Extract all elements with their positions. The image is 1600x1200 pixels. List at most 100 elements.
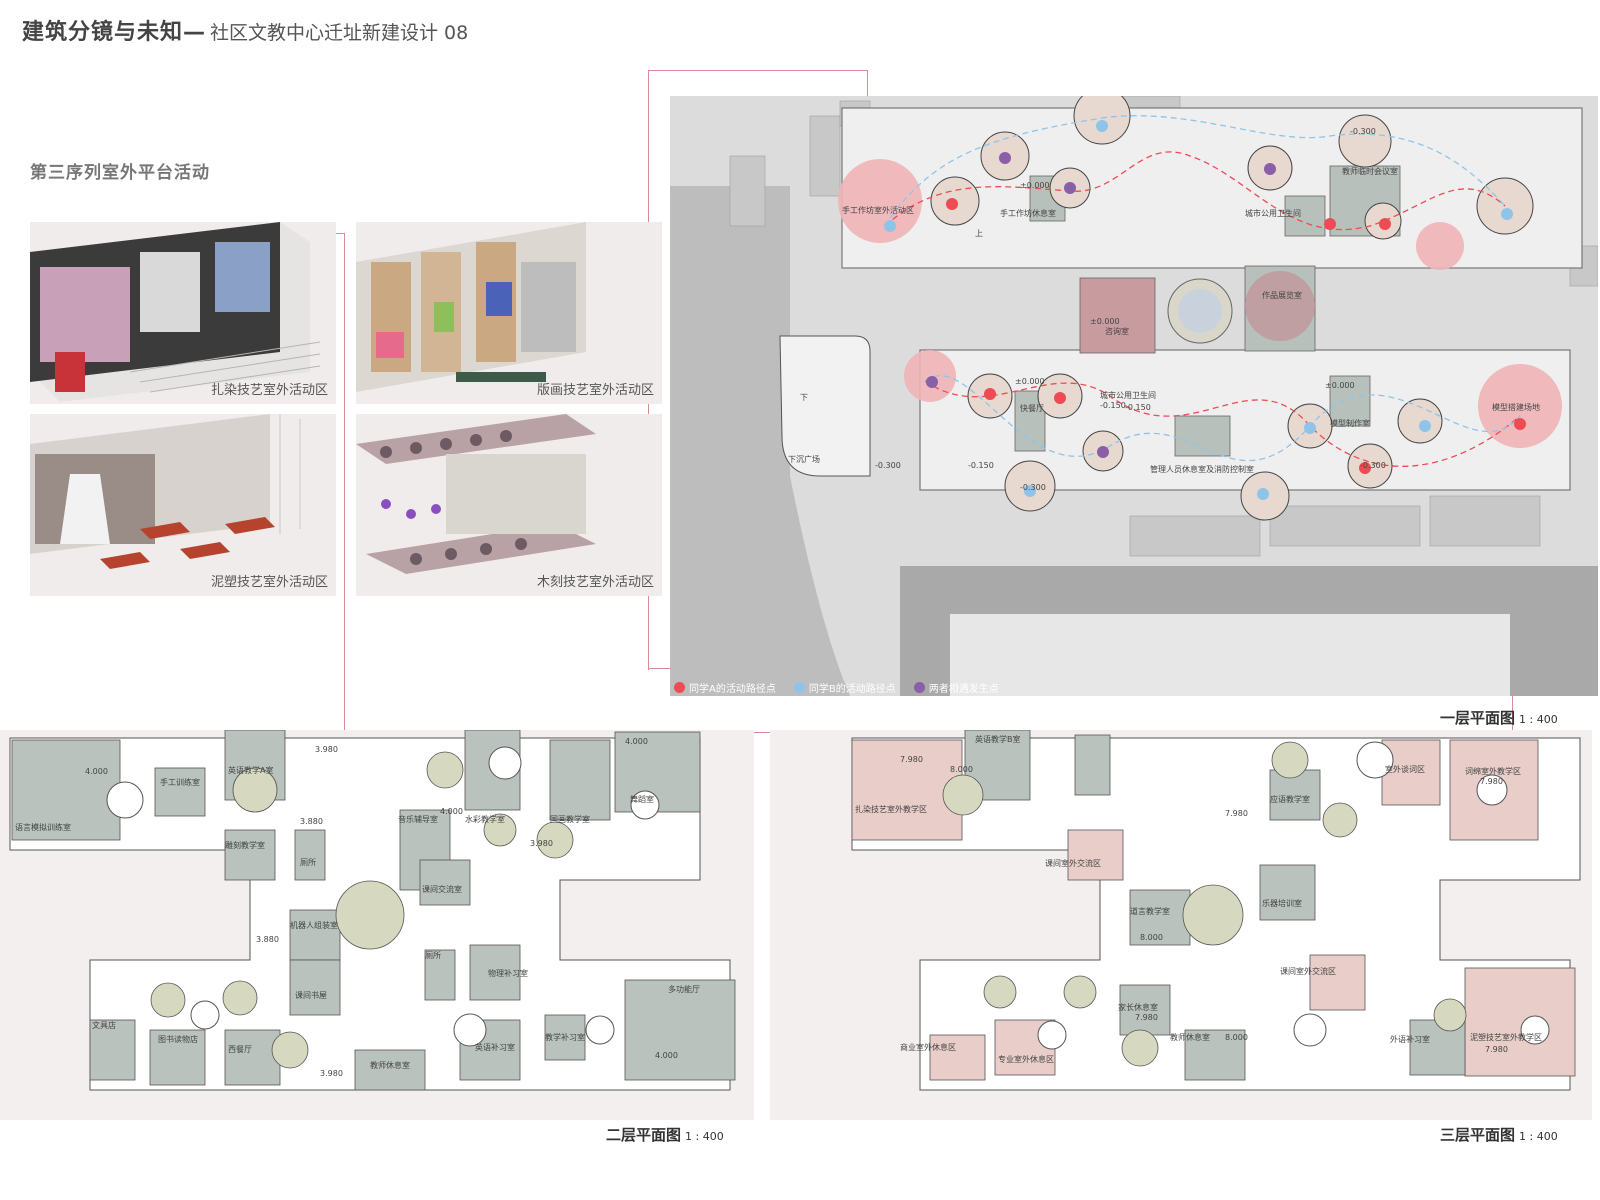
label: 国画教学室 xyxy=(550,814,590,824)
label: 教学补习室 xyxy=(545,1032,585,1042)
elevation: 7.980 xyxy=(1480,777,1503,786)
label: 乐器培训室 xyxy=(1262,898,1302,908)
label: 商业室外休息区 xyxy=(900,1042,956,1052)
leader-line-panel-down xyxy=(344,233,345,733)
page-header: 建筑分镜与未知— 社区文教中心迁址新建设计 08 xyxy=(22,14,468,48)
label: 课间书屋 xyxy=(295,990,327,1000)
legend-item: 两者相遇发生点 xyxy=(913,680,999,695)
legend-swatch-purple xyxy=(913,682,925,693)
label-public-toilet-2: 城市公用卫生间 xyxy=(1100,390,1156,400)
label-handcraft-rest: 手工作坊休息室 xyxy=(1000,208,1056,218)
elevation: 3.880 xyxy=(300,817,323,826)
site-plan-drawing: 手工作坊室外活动区 手工作坊休息室 咨询室 作品展览室 教师临时会议室 城市公用… xyxy=(670,96,1598,696)
second-floor-drawing: 语言模拟训练室 手工训练室 英语教学A室 水彩教学室 国画教学室 舞蹈室 雕刻教… xyxy=(9,730,736,1091)
elevation: 4.000 xyxy=(625,737,648,746)
label: 西餐厅 xyxy=(228,1045,252,1054)
elevation: 4.000 xyxy=(85,767,108,776)
print-illustration xyxy=(356,222,586,392)
third-floor-plan: 英语教学B室 扎染技艺室外教学区 室外谈词区 词绵室外教学区 应语教学室 课间室… xyxy=(770,730,1592,1120)
label: 课间室外交流区 xyxy=(1045,858,1101,868)
label-public-toilet-1: 城市公用卫生间 xyxy=(1245,208,1301,218)
label: 室外谈词区 xyxy=(1385,764,1425,774)
label: 课间交流室 xyxy=(422,884,462,894)
tie-dye-illustration xyxy=(30,222,321,402)
label: 手工训练室 xyxy=(160,777,200,787)
legend-swatch-blue xyxy=(793,682,805,693)
elevation: -0.300 xyxy=(875,461,901,470)
elevation: -0.150 xyxy=(1100,401,1126,410)
panel-tie-dye: 扎染技艺室外活动区 xyxy=(30,222,336,404)
label: 机器人组装室 xyxy=(290,920,338,930)
label: 英语补习室 xyxy=(475,1042,515,1052)
label-snack: 快餐厅 xyxy=(1020,403,1044,413)
elevation: ±0.000 xyxy=(1020,181,1050,190)
label: 厕所 xyxy=(425,950,441,960)
label: 水彩教学室 xyxy=(465,814,505,824)
elevation: 3.980 xyxy=(315,745,338,754)
label-up: 上 xyxy=(975,229,983,238)
leader-line-panel xyxy=(330,233,344,234)
label: 图书读物店 xyxy=(158,1034,198,1044)
label: 英语教学B室 xyxy=(975,734,1021,744)
plan-name: 三层平面图 xyxy=(1440,1126,1516,1144)
elevation: 8.000 xyxy=(1140,933,1163,942)
label: 泥塑技艺室外教学区 xyxy=(1470,1032,1542,1042)
panel-caption: 扎染技艺室外活动区 xyxy=(210,383,328,398)
second-floor-plan: 语言模拟训练室 手工训练室 英语教学A室 水彩教学室 国画教学室 舞蹈室 雕刻教… xyxy=(0,730,754,1120)
elevation: -0.150 xyxy=(1125,403,1151,412)
panel-clay: 泥塑技艺室外活动区 xyxy=(30,414,336,596)
label: 物理补习室 xyxy=(488,968,528,978)
elevation: 3.880 xyxy=(256,935,279,944)
label-works-hall: 作品展览室 xyxy=(1262,290,1302,300)
panel-caption: 泥塑技艺室外活动区 xyxy=(210,575,328,590)
label-manager-room: 管理人员休息室及消防控制室 xyxy=(1150,464,1254,474)
elevation: 7.980 xyxy=(1485,1045,1508,1054)
label: 英语教学A室 xyxy=(228,765,273,775)
label: 专业室外休息区 xyxy=(998,1054,1054,1064)
label: 厕所 xyxy=(300,857,316,867)
third-floor-drawing: 英语教学B室 扎染技艺室外教学区 室外谈词区 词绵室外教学区 应语教学室 课间室… xyxy=(851,730,1581,1091)
legend-item: 同学A的活动路径点 xyxy=(674,680,776,695)
site-plan-first-floor: 手工作坊室外活动区 手工作坊休息室 咨询室 作品展览室 教师临时会议室 城市公用… xyxy=(670,96,1598,696)
label-teacher-meeting: 教师临时会议室 xyxy=(1342,166,1398,176)
elevation: 8.000 xyxy=(950,765,973,774)
elevation: ±0.000 xyxy=(1015,377,1045,386)
label-model-site: 模型搭建场地 xyxy=(1492,402,1540,412)
leader-line-top xyxy=(648,70,868,71)
plan-name: 一层平面图 xyxy=(1440,709,1516,727)
elevation: 4.000 xyxy=(440,807,463,816)
panel-caption: 木刻技艺室外活动区 xyxy=(536,575,654,590)
elevation: 7.980 xyxy=(1225,809,1248,818)
panel-caption: 版画技艺室外活动区 xyxy=(536,383,654,398)
legend-item: 同学B的活动路径点 xyxy=(793,680,896,695)
label: 舞蹈室 xyxy=(630,794,654,804)
elevation: 7.980 xyxy=(900,755,923,764)
label: 语言模拟训练室 xyxy=(15,822,71,832)
label: 课间室外交流区 xyxy=(1280,966,1336,976)
legend-label: 同学B的活动路径点 xyxy=(808,684,896,695)
label: 道言教学室 xyxy=(1130,906,1170,916)
label-consult: 咨询室 xyxy=(1105,326,1129,336)
label: 文具店 xyxy=(92,1020,116,1030)
elevation: ±0.000 xyxy=(1325,381,1355,390)
legend: 同学A的活动路径点 同学B的活动路径点 两者相遇发生点 xyxy=(674,680,999,695)
label: 应语教学室 xyxy=(1270,794,1310,804)
label: 教师休息室 xyxy=(370,1060,410,1070)
plan-scale: 1 : 400 xyxy=(685,1130,724,1143)
panel-print: 版画技艺室外活动区 xyxy=(356,222,662,404)
plan-name: 二层平面图 xyxy=(606,1126,682,1144)
label: 雕刻教学室 xyxy=(225,840,265,850)
elevation: 8.000 xyxy=(1225,1033,1248,1042)
legend-swatch-red xyxy=(674,682,685,693)
elevation: -0.300 xyxy=(1350,127,1376,136)
label: 家长休息室 xyxy=(1118,1002,1158,1012)
legend-label: 两者相遇发生点 xyxy=(928,684,999,695)
page-title: 建筑分镜与未知— xyxy=(22,20,207,45)
elevation: -0.300 xyxy=(1360,461,1386,470)
elevation: 3.980 xyxy=(530,839,553,848)
label: 音乐辅导室 xyxy=(398,814,438,824)
label-down: 下 xyxy=(800,393,808,402)
